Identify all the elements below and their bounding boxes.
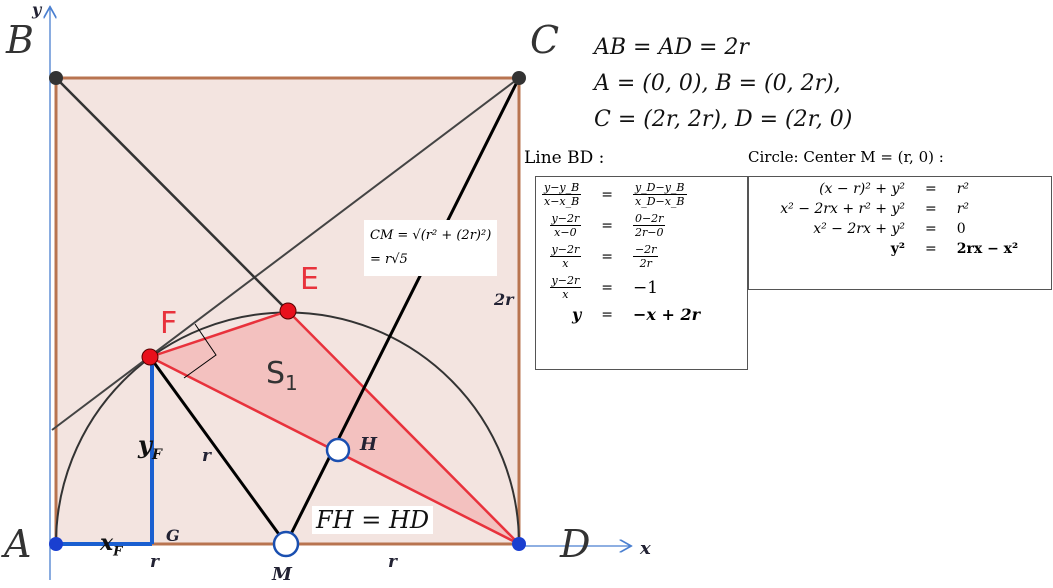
label-xF: xF (100, 530, 122, 559)
line-bd-title: Line BD : (524, 148, 605, 168)
yF-sub: F (151, 446, 162, 463)
triangle-s1 (150, 311, 519, 544)
cm-formula: CM = √(r² + (2r)²) (370, 228, 492, 243)
tangent-line-cf (51, 77, 520, 431)
label-r-fm: r (202, 446, 211, 466)
fh-hd-label: FH = HD (312, 506, 434, 534)
line-cm (284, 77, 521, 545)
label-m: M (272, 564, 292, 585)
xF-text: x (100, 530, 114, 556)
label-r-md: r (388, 552, 397, 572)
label-c: C (530, 18, 560, 62)
given-line-1: AB = AD = 2r (594, 35, 749, 60)
circle-title: Circle: Center M = (r, 0) : (748, 148, 944, 166)
point-e (279, 302, 297, 320)
label-b: B (6, 18, 34, 62)
circle-row: x² − 2rx + r² + y²=r² (780, 201, 970, 217)
circle-row: x² − 2rx + y²=0 (813, 221, 966, 237)
point-f (141, 348, 159, 366)
given-line-2: A = (0, 0), B = (0, 2r), (594, 71, 841, 96)
label-r-am: r (150, 552, 159, 572)
s1-sub: 1 (285, 371, 298, 395)
x-axis-label: x (640, 538, 651, 559)
line-be (55, 77, 289, 312)
point-m (272, 530, 300, 558)
point-c (512, 71, 526, 85)
label-f: F (160, 306, 178, 341)
label-g: G (166, 526, 180, 545)
label-h: H (360, 434, 378, 455)
label-s1: S1 (266, 356, 298, 395)
point-b (49, 71, 63, 85)
point-a (49, 537, 63, 551)
label-2r: 2r (494, 290, 514, 309)
point-h (325, 437, 351, 463)
given-line-3: C = (2r, 2r), D = (2r, 0) (594, 107, 853, 132)
right-angle-mark (183, 323, 217, 379)
xF-sub: F (113, 544, 123, 560)
label-a: A (4, 522, 32, 566)
y-axis-label: y (32, 0, 42, 19)
s1-text: S (266, 356, 286, 391)
circle-row: y²=2rx − x² (890, 241, 1019, 257)
label-e: E (300, 262, 319, 297)
label-yF: yF (138, 430, 162, 463)
circle-box: (x − r)² + y²=r² x² − 2rx + r² + y²=r² x… (748, 176, 1052, 290)
given-block: AB = AD = 2r A = (0, 0), B = (0, 2r), C … (594, 30, 852, 138)
circle-row: (x − r)² + y²=r² (819, 181, 970, 197)
cm-box: CM = √(r² + (2r)²) = r√5 (364, 220, 498, 276)
point-d (512, 537, 526, 551)
bd-row: y=−x + 2r (571, 305, 701, 324)
label-d: D (560, 522, 591, 566)
line-fm (148, 356, 288, 545)
cm-result: = r√5 (370, 252, 408, 267)
yF-text: y (138, 430, 152, 459)
